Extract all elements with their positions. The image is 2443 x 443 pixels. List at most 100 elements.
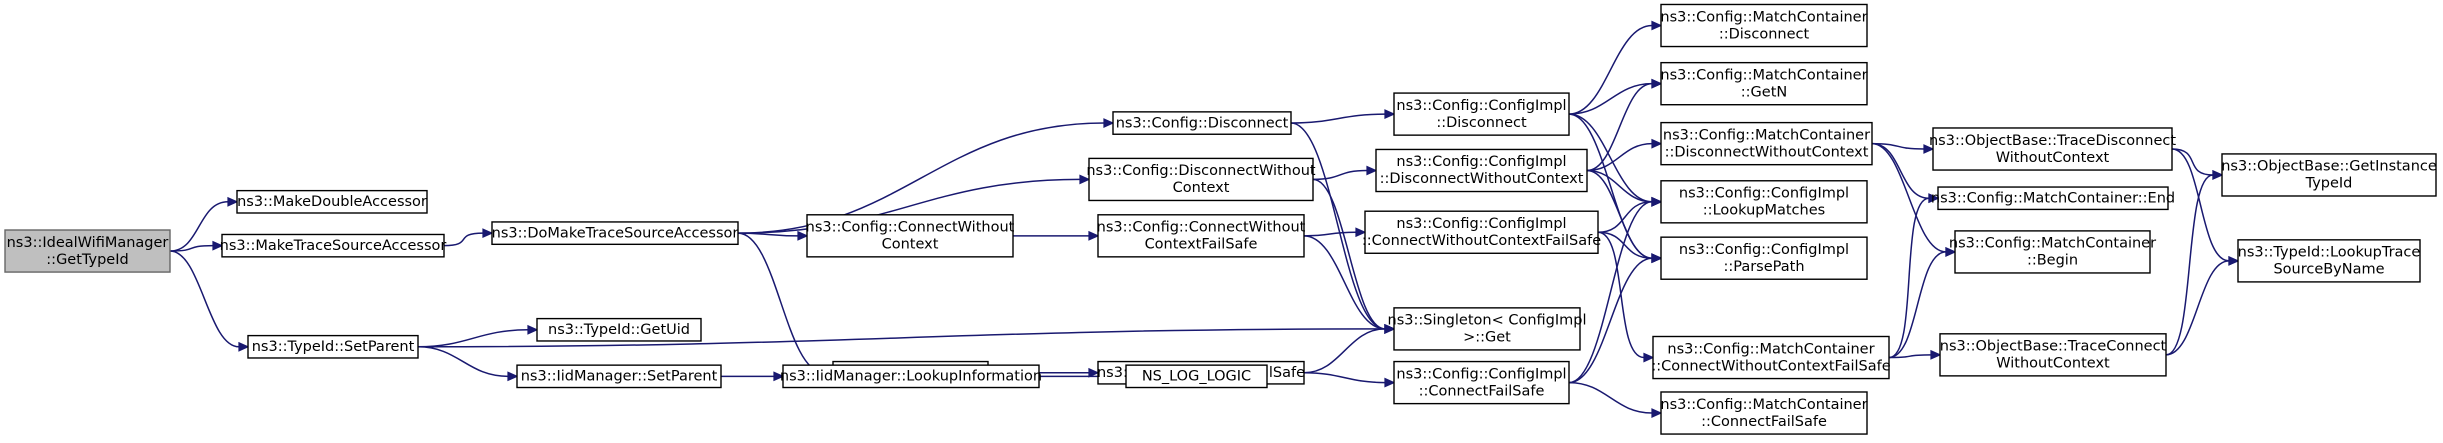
- edge-line: [2165, 174, 2214, 356]
- node-ns-log-logic[interactable]: NS_LOG_LOGIC: [1125, 364, 1268, 389]
- edge-line: [1568, 257, 1653, 384]
- node-box: [1660, 3, 1868, 48]
- node-config-disconnect[interactable]: ns3::Config::Disconnect: [1112, 111, 1292, 135]
- node-label-line: ns3::Config::MatchContainer: [1660, 397, 1867, 413]
- node-config-matchcontainer-getn[interactable]: ns3::Config::MatchContainer::GetN: [1660, 61, 1868, 106]
- node-config-matchcontainer-begin[interactable]: ns3::Config::MatchContainer::Begin: [1949, 230, 2156, 274]
- edge-line: [1568, 82, 1653, 115]
- node-box: [1393, 307, 1581, 351]
- call-edge-n11-n12: [1013, 230, 1100, 241]
- node-label-line: ::ConnectFailSafe: [1701, 414, 1827, 430]
- node-config-configimpl-disconnectwithoutcontext[interactable]: ns3::Config::ConfigImpl::DisconnectWitho…: [1375, 148, 1588, 193]
- node-config-configimpl-disconnect[interactable]: ns3::Config::ConfigImpl::Disconnect: [1393, 92, 1570, 136]
- arrowhead-icon: [1088, 367, 1100, 378]
- node-typeid-getuid[interactable]: ns3::TypeId::GetUid: [536, 317, 702, 342]
- edge-line: [1303, 235, 1386, 330]
- call-edge-n0-n1: [169, 196, 239, 252]
- edge-line: [169, 201, 229, 252]
- node-config-connectwithoutcontext[interactable]: ns3::Config::ConnectWithoutContext: [806, 214, 1015, 258]
- node-config-configimpl-connectwithoutcontextfailsafe[interactable]: ns3::Config::ConfigImpl::ConnectWithoutC…: [1362, 210, 1601, 254]
- node-label-line: ContextFailSafe: [1145, 237, 1258, 253]
- arrowhead-icon: [482, 228, 494, 239]
- node-config-matchcontainer-disconnectwithoutcontext[interactable]: ns3::Config::MatchContainer::DisconnectW…: [1660, 121, 1873, 166]
- node-config-configimpl-lookupmatches[interactable]: ns3::Config::ConfigImpl::LookupMatches: [1660, 180, 1868, 224]
- call-edge-n24-n10: [1312, 178, 1396, 334]
- node-box: [516, 364, 722, 389]
- node-config-matchcontainer-connectfailsafe[interactable]: ns3::Config::MatchContainer::ConnectFail…: [1660, 391, 1868, 435]
- node-config-configimpl-connectfailsafe[interactable]: ns3::Config::ConfigImpl::ConnectFailSafe: [1393, 360, 1570, 405]
- node-box: [1393, 360, 1570, 405]
- node-label-line: ::Begin: [2027, 253, 2078, 269]
- node-box: [4, 229, 171, 273]
- edge-line: [1568, 113, 1653, 203]
- arrowhead-icon: [507, 371, 519, 382]
- arrowhead-icon: [1079, 174, 1091, 185]
- edge-line: [1290, 113, 1386, 124]
- node-maketracesourceaccessor[interactable]: ns3::MakeTraceSourceAccessor: [220, 233, 447, 258]
- arrowhead-icon: [1355, 227, 1367, 238]
- call-edge-n5-n10: [1303, 323, 1396, 374]
- node-config-connectwithoutcontextfailsafe[interactable]: ns3::Config::ConnectWithoutContextFailSa…: [1097, 214, 1306, 258]
- node-iidmanager-setparent[interactable]: ns3::IidManager::SetParent: [516, 364, 722, 389]
- node-box: [2237, 239, 2421, 283]
- node-config-matchcontainer-connectwithoutcontextfailsafe[interactable]: ns3::Config::MatchContainer::ConnectWith…: [1651, 335, 1891, 380]
- node-box: [491, 221, 739, 246]
- node-label-line: ::LookupMatches: [1703, 203, 1825, 219]
- call-edge-n6-n7: [1568, 381, 1663, 418]
- node-box: [1375, 148, 1588, 193]
- arrowhead-icon: [1366, 165, 1378, 176]
- node-box: [782, 364, 1040, 389]
- node-label-line: ::Disconnect: [1436, 115, 1527, 131]
- node-label-line: WithoutContext: [1996, 150, 2110, 166]
- node-label-line: ns3::DoMakeTraceSourceAccessor: [492, 225, 739, 241]
- node-label-line: ns3::IidManager::LookupInformation: [780, 369, 1042, 385]
- node-objectbase-tracedisconnectwithoutcontext[interactable]: ns3::ObjectBase::TraceDisconnectWithoutC…: [1929, 127, 2176, 171]
- node-label-line: Context: [882, 237, 939, 253]
- edge-line: [1303, 231, 1357, 237]
- call-edge-n27-n18: [2171, 148, 2224, 180]
- arrowhead-icon: [1384, 377, 1396, 388]
- node-box: [1660, 61, 1868, 106]
- node-makedoubleaccessor[interactable]: ns3::MakeDoubleAccessor: [236, 189, 428, 214]
- node-label-line: ns3::Config::ConfigImpl: [1679, 242, 1849, 258]
- node-domaketracesourceaccessor[interactable]: ns3::DoMakeTraceSourceAccessor: [491, 221, 739, 246]
- node-config-disconnectwithoutcontext[interactable]: ns3::Config::DisconnectWithoutContext: [1086, 157, 1316, 202]
- node-label-line: ::GetTypeId: [46, 252, 128, 268]
- edge-line: [1888, 354, 1932, 359]
- arrowhead-icon: [1651, 196, 1663, 207]
- node-label-line: ns3::Config::MatchContainer: [1660, 9, 1867, 25]
- edge-line: [2171, 148, 2230, 262]
- node-box: [1125, 364, 1268, 389]
- node-label-line: ns3::TypeId::GetUid: [548, 322, 690, 338]
- arrowhead-icon: [527, 324, 539, 335]
- node-label-line: ::ConnectWithoutContextFailSafe: [1362, 233, 1601, 249]
- node-box: [2221, 153, 2437, 197]
- node-config-matchcontainer-end[interactable]: ns3::Config::MatchContainer::End: [1931, 186, 2175, 211]
- node-label-line: ns3::Config::ConfigImpl: [1679, 186, 1849, 202]
- node-singleton-configimpl-get[interactable]: ns3::Singleton< ConfigImpl >::Get: [1388, 307, 1587, 351]
- call-edge-n29-n30: [721, 371, 785, 382]
- arrowhead-icon: [2212, 170, 2224, 180]
- call-edge-n26-n15: [1871, 142, 1957, 257]
- edge-line: [1597, 201, 1653, 233]
- edge-line: [1303, 328, 1386, 374]
- call-edge-n3-n20: [737, 118, 1115, 234]
- node-box: [1660, 121, 1873, 166]
- node-label-line: ns3::ObjectBase::TraceDisconnect: [1929, 133, 2176, 149]
- node-label-line: ns3::Config::Disconnect: [1116, 115, 1289, 131]
- arrowhead-icon: [797, 230, 809, 241]
- node-idealwifimanager-gettypeid[interactable]: ns3::IdealWifiManager::GetTypeId: [4, 229, 171, 273]
- node-config-configimpl-parsepath[interactable]: ns3::Config::ConfigImpl::ParsePath: [1660, 236, 1868, 280]
- node-iidmanager-lookupinformation[interactable]: ns3::IidManager::LookupInformation: [780, 364, 1042, 389]
- node-objectbase-traceconnectwithoutcontext[interactable]: ns3::ObjectBase::TraceConnectWithoutCont…: [1939, 333, 2167, 377]
- node-label-line: ns3::Config::MatchContainer: [1660, 67, 1867, 83]
- node-label-line: ns3::Config::ConnectWithout: [1097, 220, 1306, 236]
- call-edge-n2-n3: [443, 228, 494, 247]
- arrowhead-icon: [1384, 323, 1396, 334]
- node-typeid-setparent[interactable]: ns3::TypeId::SetParent: [247, 334, 419, 359]
- node-label-line: ns3::Config::MatchContainer: [1667, 341, 1874, 357]
- node-config-matchcontainer-disconnect[interactable]: ns3::Config::MatchContainer::Disconnect: [1660, 3, 1868, 48]
- node-label-line: ::DisconnectWithoutContext: [1380, 171, 1584, 187]
